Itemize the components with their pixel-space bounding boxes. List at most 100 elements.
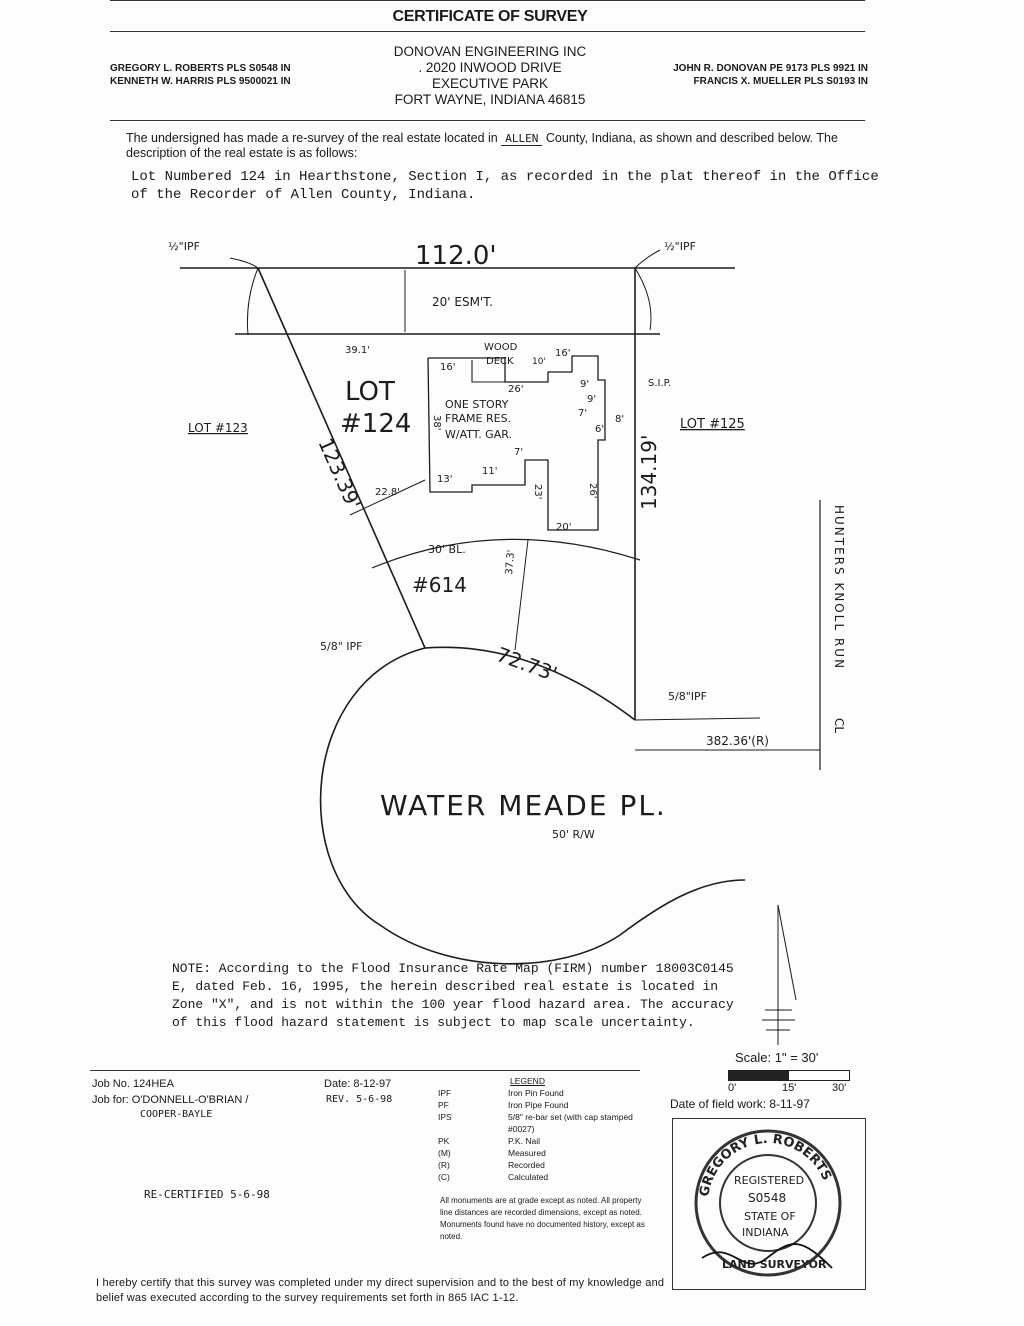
scale-tick-30: 30' — [832, 1082, 847, 1094]
west-line-dim: 123.39' — [313, 434, 366, 513]
right-of-way: 50' R/W — [552, 828, 595, 841]
right-surveyor-names: JOHN R. DONOVAN PE 9173 PLS 9921 IN FRAN… — [640, 62, 868, 88]
dim-38: 38' — [431, 415, 442, 430]
legend-code: PF — [438, 1100, 449, 1110]
centerline-label: CL — [832, 718, 846, 733]
scale-tick-15: 15' — [782, 1082, 797, 1094]
seal-box — [672, 1118, 866, 1290]
legend: LEGEND IPF Iron Pin Found PF Iron Pipe Fou… — [438, 1075, 644, 1183]
setback-line — [371, 538, 641, 569]
dim-13: 13' — [437, 474, 452, 485]
dim-8: 8' — [615, 414, 624, 425]
legend-desc: Iron Pipe Found — [508, 1100, 569, 1110]
legend-code: (M) — [438, 1148, 451, 1158]
surveyor-name: JOHN R. DONOVAN PE 9173 PLS 9921 IN — [673, 63, 868, 74]
legend-desc: Iron Pin Found — [508, 1088, 564, 1098]
legend-row: IPS 5/8" re-bar set (with cap stamped #00… — [438, 1111, 644, 1135]
scale-bar — [728, 1070, 850, 1081]
job-for-line-2: COOPER-BAYLE — [140, 1109, 213, 1120]
lot-number: #124 — [340, 409, 411, 439]
company-name: DONOVAN ENGINEERING INC — [393, 44, 587, 59]
dim-23: 23' — [532, 484, 543, 499]
surveyor-name: KENNETH W. HARRIS PLS 9500021 IN — [110, 76, 291, 87]
legend-code: IPF — [438, 1088, 452, 1098]
house-line-3: W/ATT. GAR. — [445, 428, 512, 441]
legend-row: PF Iron Pipe Found — [438, 1099, 644, 1111]
legend-code: (R) — [438, 1160, 450, 1170]
scale-label: Scale: 1" = 30' — [735, 1050, 819, 1065]
seal-state: STATE OF — [744, 1210, 796, 1223]
legend-notes: All monuments are at grade except as not… — [440, 1196, 645, 1241]
cross-street-name: HUNTERS KNOLL RUN — [832, 505, 846, 670]
county-name: ALLEN — [501, 132, 543, 146]
legend-row: (M) Measured — [438, 1147, 644, 1159]
seal-number: S0548 — [748, 1191, 786, 1205]
west-boundary — [257, 267, 426, 649]
address-label: #614 — [412, 573, 467, 597]
dim-11: 11' — [482, 466, 497, 477]
company-address-3: FORT WAYNE, INDIANA 46815 — [394, 92, 586, 107]
header-rule — [110, 120, 865, 121]
surveyor-name: GREGORY L. ROBERTS PLS S0548 IN — [110, 63, 291, 74]
signature — [701, 1243, 833, 1269]
certification-statement: I hereby certify that this survey was co… — [96, 1277, 665, 1304]
job-rule — [90, 1070, 640, 1071]
pin-label-nw: ½"IPF — [168, 240, 200, 253]
legend-title: LEGEND — [510, 1076, 545, 1086]
legend-row: PK P.K. Nail — [438, 1135, 644, 1147]
house-outline — [427, 355, 606, 531]
dim-10: 10' — [532, 357, 546, 367]
frontage-dim: 72.73' — [493, 642, 560, 686]
job-revision: REV. 5-6-98 — [326, 1094, 393, 1105]
dim-16b: 16' — [555, 348, 570, 359]
lot-label: LOT — [345, 377, 395, 407]
north-line-dim: 112.0' — [415, 241, 497, 271]
dim-20: 20' — [556, 522, 571, 533]
field-work-date: Date of field work: 8-11-97 — [670, 1097, 810, 1111]
lot-right-label: LOT #125 — [680, 417, 745, 432]
deck-line-1: WOOD — [484, 342, 518, 353]
top-rule — [110, 0, 865, 1]
dim-7a: 7' — [578, 408, 587, 419]
legend-desc: Measured — [508, 1148, 546, 1158]
legend-desc: 5/8" re-bar set (with cap stamped #0027) — [508, 1112, 633, 1134]
job-date: Date: 8-12-97 — [324, 1078, 392, 1090]
company-address-2: EXECUTIVE PARK — [431, 76, 549, 91]
legend-code: IPS — [438, 1112, 452, 1122]
intro-after: County, Indiana, as shown and described … — [126, 131, 838, 160]
recertified-note: RE-CERTIFIED 5-6-98 — [144, 1188, 270, 1201]
dim-9b: 9' — [587, 394, 596, 405]
dim-39: 39.1' — [345, 345, 370, 356]
house-line-2: FRAME RES. — [445, 412, 511, 425]
legend-code: PK — [438, 1136, 450, 1146]
job-number: Job No. 124HEA — [92, 1078, 174, 1090]
dim-22-8: 22.8' — [375, 487, 400, 498]
left-surveyor-names: GREGORY L. ROBERTS PLS S0548 IN KENNETH … — [110, 62, 291, 88]
legend-row: (R) Recorded — [438, 1159, 644, 1171]
east-line-dim: 134.19' — [637, 435, 661, 510]
legal-description: Lot Numbered 124 in Hearthstone, Section… — [131, 169, 879, 203]
legend-row: IPF Iron Pin Found — [438, 1087, 644, 1099]
deck-outline — [471, 360, 505, 383]
document-title: CERTIFICATE OF SURVEY — [392, 8, 588, 25]
pin-label-sw: 5/8" IPF — [320, 640, 362, 653]
intro-before: The undersigned has made a re-survey of … — [126, 131, 498, 145]
seal-registered: REGISTERED — [734, 1174, 804, 1187]
dim-6: 6' — [595, 424, 604, 435]
house-line-1: ONE STORY — [445, 398, 509, 411]
intro-paragraph: The undersigned has made a re-survey of … — [126, 131, 866, 160]
company-block: DONOVAN ENGINEERING INC . 2020 INWOOD DR… — [330, 44, 650, 108]
distance-dim: 382.36'(R) — [706, 734, 769, 748]
dim-26a: 26' — [508, 384, 523, 395]
street-name: WATER MEADE PL. — [380, 789, 667, 822]
legend-desc: Recorded — [508, 1160, 545, 1170]
legend-desc: P.K. Nail — [508, 1136, 540, 1146]
company-address-1: . 2020 INWOOD DRIVE — [418, 60, 562, 75]
easement-label: 20' ESM'T. — [432, 295, 493, 309]
seal-surveyor: LAND SURVEYOR — [722, 1258, 827, 1271]
lot-left-label: LOT #123 — [188, 421, 248, 435]
dim-37-3: 37.3' — [504, 549, 517, 575]
scale-tick-0: 0' — [728, 1082, 737, 1094]
pin-label-ne: ½"IPF — [664, 240, 696, 253]
